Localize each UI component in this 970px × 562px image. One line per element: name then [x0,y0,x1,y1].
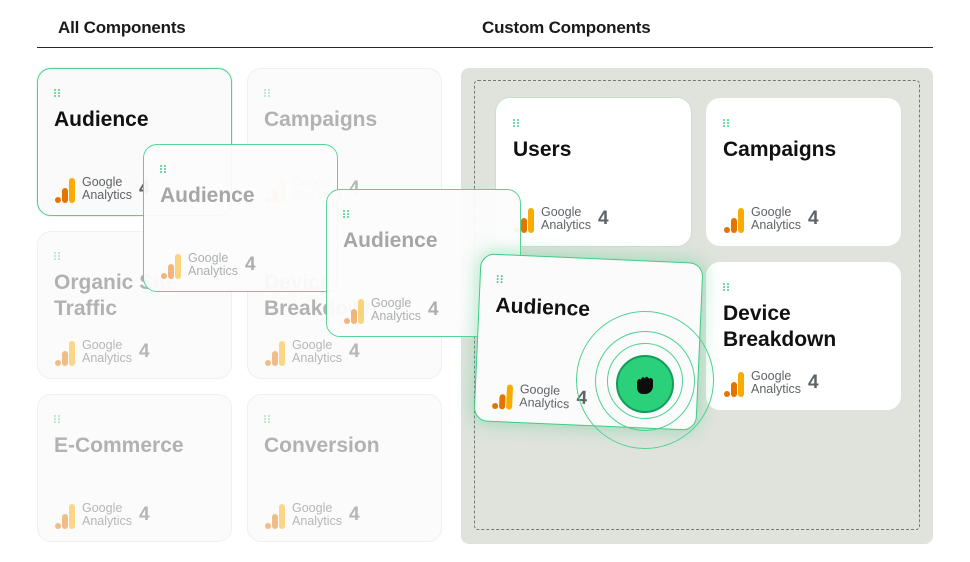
ga-version: 4 [349,504,360,525]
drag-handle-icon[interactable] [723,119,729,130]
google-analytics-logo-icon [723,205,745,233]
google-analytics-logo-icon [343,296,365,324]
ga-wordmark-line1: Google [751,369,792,383]
drag-handle-icon[interactable] [264,89,270,100]
ga-wordmark-line1: Google [541,205,582,219]
ga-version: 4 [598,208,609,229]
card-title: Campaigns [723,138,837,161]
drag-ripple [595,331,695,431]
custom-components-heading: Custom Components [482,18,651,37]
drag-handle-icon[interactable] [343,210,349,221]
ga-version: 4 [808,208,819,229]
ga-wordmark-line1: Google [292,338,333,352]
card-title: Users [513,138,572,161]
ga-wordmark-line2: Analytics [82,351,133,365]
card-title: Audience [54,108,149,131]
card-title: Conversion [264,434,380,457]
ga-wordmark-line1: Google [371,296,412,310]
card-title: Audience [160,184,255,207]
google-analytics-logo-icon [54,338,76,366]
ga-wordmark-line2: Analytics [292,514,343,528]
ga-wordmark-line2: Analytics [371,309,422,323]
google-analytics-logo-icon [264,501,286,529]
ga-wordmark-line1: Google [82,338,123,352]
google-analytics-logo-icon [160,251,182,279]
drag-ripple [576,311,714,449]
ga-version: 4 [428,299,439,320]
drag-handle-icon[interactable] [54,415,60,426]
ga-wordmark-line2: Analytics [188,264,239,278]
ga-wordmark-line2: Analytics [541,218,592,232]
card-title: Audience [343,229,438,252]
grab-hand-icon [616,355,674,413]
card-title: Audience [495,293,591,322]
header-divider [37,47,933,48]
ga-wordmark-line1: Google [751,205,792,219]
ga-wordmark-line2: Analytics [519,395,570,412]
ga-wordmark-line1: Google [292,501,333,515]
ga-wordmark-line2: Analytics [82,514,133,528]
ga-wordmark-line2: Analytics [751,218,802,232]
google-analytics-logo-icon [54,501,76,529]
all-components-heading: All Components [58,18,186,37]
ga-wordmark-line1: Google [188,251,229,265]
ga-wordmark-line2: Analytics [751,382,802,396]
ga-version: 4 [139,504,150,525]
drag-handle-icon[interactable] [513,119,519,130]
google-analytics-logo-icon [54,175,76,203]
ga-wordmark-line2: Analytics [292,351,343,365]
google-analytics-logo-icon [264,338,286,366]
drag-handle-icon[interactable] [54,252,60,263]
ga-wordmark-line1: Google [82,175,123,189]
ga-version: 4 [139,341,150,362]
card-title: Device Breakdown [723,302,837,351]
drag-handle-icon[interactable] [264,415,270,426]
ga-version: 4 [349,341,360,362]
drag-ripple [607,343,683,419]
ga-version: 4 [349,178,360,200]
ga-version: 4 [808,372,819,393]
ga-version: 4 [245,254,256,275]
drag-handle-icon[interactable] [54,89,60,100]
google-analytics-logo-icon [723,369,745,397]
ga-wordmark-line1: Google [82,501,123,515]
google-analytics-logo-icon [491,381,514,410]
card-title: E-Commerce [54,434,184,457]
card-title: Campaigns [264,108,378,131]
drag-handle-icon[interactable] [160,165,166,176]
ga-wordmark-line2: Analytics [82,188,133,202]
drag-handle-icon[interactable] [723,283,729,294]
drag-handle-icon[interactable] [496,274,503,286]
